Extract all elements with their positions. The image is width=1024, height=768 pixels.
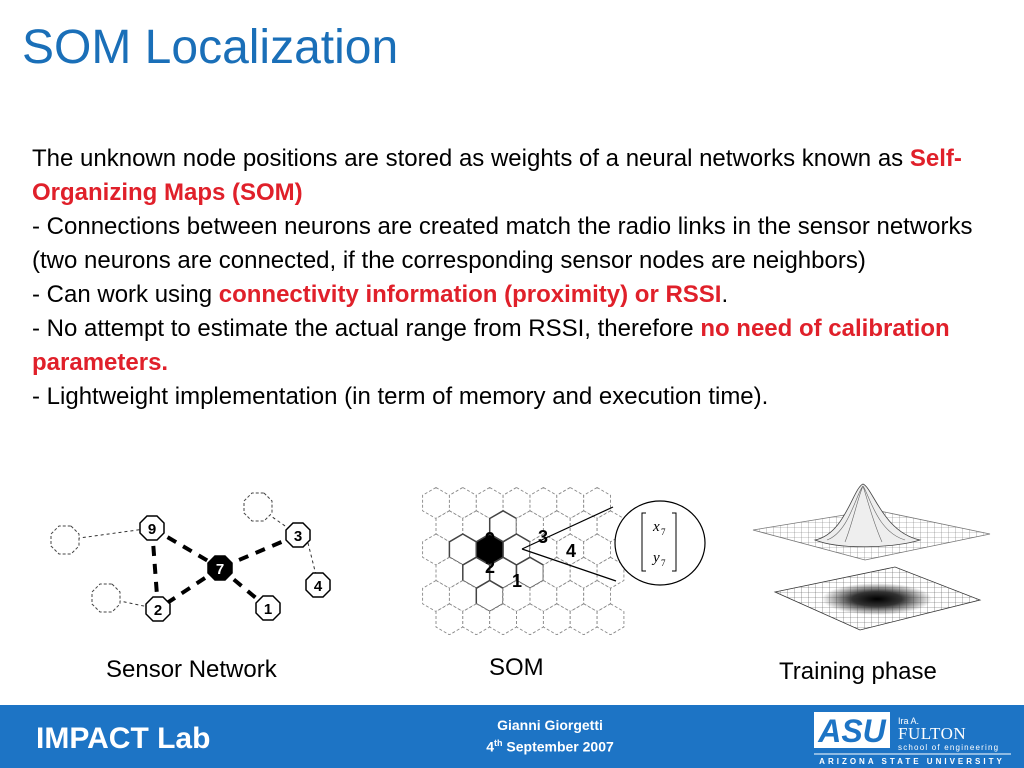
lab-name: IMPACT Lab — [36, 722, 211, 755]
empty-node — [50, 525, 80, 555]
training-phase-caption: Training phase — [779, 658, 937, 685]
highlight-text: no need of calibration parameters. — [32, 315, 950, 376]
sensor-node: 3 — [285, 522, 311, 548]
body-text-run: . — [721, 281, 729, 308]
body-text-run: - Lightweight implementation (in term of… — [32, 383, 769, 410]
footer-bar: IMPACT Lab Gianni Giorgetti 4th Septembe… — [0, 705, 1024, 768]
svg-text:4: 4 — [314, 578, 323, 595]
sensor-node: 1 — [255, 595, 281, 621]
asu-fulton-logo: ASU Ira A. FULTON school of engineering … — [814, 712, 1011, 765]
body-paragraph: - Connections between neurons are create… — [32, 210, 982, 278]
body-paragraph: - No attempt to estimate the actual rang… — [32, 312, 982, 380]
body-paragraph: The unknown node positions are stored as… — [32, 142, 982, 210]
svg-text:7: 7 — [512, 541, 522, 561]
svg-text:2: 2 — [485, 557, 495, 577]
sensor-network-diagram: 9 3 7 4 2 1 — [50, 492, 331, 622]
svg-text:4: 4 — [566, 541, 576, 561]
svg-text:7: 7 — [661, 527, 666, 537]
svg-text:ASU: ASU — [817, 713, 886, 749]
body-text-run: - No attempt to estimate the actual rang… — [32, 315, 701, 342]
presenter-info: Gianni Giorgetti 4th September 2007 — [430, 716, 670, 756]
svg-text:ARIZONA STATE UNIVERSITY: ARIZONA STATE UNIVERSITY — [819, 757, 1005, 765]
highlight-text: connectivity information (proximity) or … — [218, 281, 722, 308]
body-text-run: - Can work using — [32, 281, 219, 308]
svg-text:y: y — [651, 550, 660, 566]
body-paragraph: - Can work using connectivity informatio… — [32, 278, 982, 312]
presenter-name: Gianni Giorgetti — [497, 717, 603, 733]
body-paragraph: - Lightweight implementation (in term of… — [32, 380, 982, 414]
svg-text:9: 9 — [485, 529, 495, 549]
som-caption: SOM — [489, 654, 544, 681]
weight-vector-bubble — [614, 500, 706, 586]
empty-node — [243, 492, 273, 522]
svg-text:school of engineering: school of engineering — [898, 743, 999, 752]
svg-text:Ira A.: Ira A. — [898, 716, 919, 726]
weight-vector: x 7 y 7 — [641, 512, 677, 572]
body-text: The unknown node positions are stored as… — [32, 142, 982, 414]
svg-text:1: 1 — [512, 571, 522, 591]
body-text-run: - Connections between neurons are create… — [32, 213, 973, 274]
svg-text:7: 7 — [216, 561, 224, 578]
highlight-text: Self-Organizing Maps (SOM) — [32, 145, 962, 206]
presentation-date: 4th September 2007 — [486, 738, 614, 755]
som-labels: 9 3 7 4 2 1 — [485, 527, 576, 591]
svg-text:FULTON: FULTON — [898, 724, 966, 743]
svg-text:3: 3 — [294, 528, 302, 545]
svg-text:1: 1 — [264, 601, 272, 618]
lower-map-grid — [773, 566, 982, 631]
body-text-run: The unknown node positions are stored as… — [32, 145, 910, 172]
som-hex-grid: 9 3 7 4 2 1 x 7 y 7 — [422, 486, 706, 635]
svg-text:3: 3 — [538, 527, 548, 547]
hex-cells — [422, 486, 625, 635]
svg-text:x: x — [652, 519, 660, 535]
training-phase-surface — [752, 483, 991, 631]
sensor-node: 2 — [145, 596, 171, 622]
sensor-network-caption: Sensor Network — [106, 656, 277, 683]
empty-node — [91, 583, 121, 613]
sensor-node: 4 — [305, 572, 331, 598]
weight-links — [521, 506, 617, 582]
sensor-node: 9 — [139, 515, 165, 541]
sensor-node-target: 7 — [207, 555, 233, 581]
slide-title: SOM Localization — [22, 21, 399, 74]
gaussian-surface — [752, 483, 991, 561]
svg-text:7: 7 — [661, 558, 666, 568]
svg-text:9: 9 — [148, 521, 156, 538]
svg-text:2: 2 — [154, 602, 162, 619]
som-cell — [596, 603, 625, 635]
